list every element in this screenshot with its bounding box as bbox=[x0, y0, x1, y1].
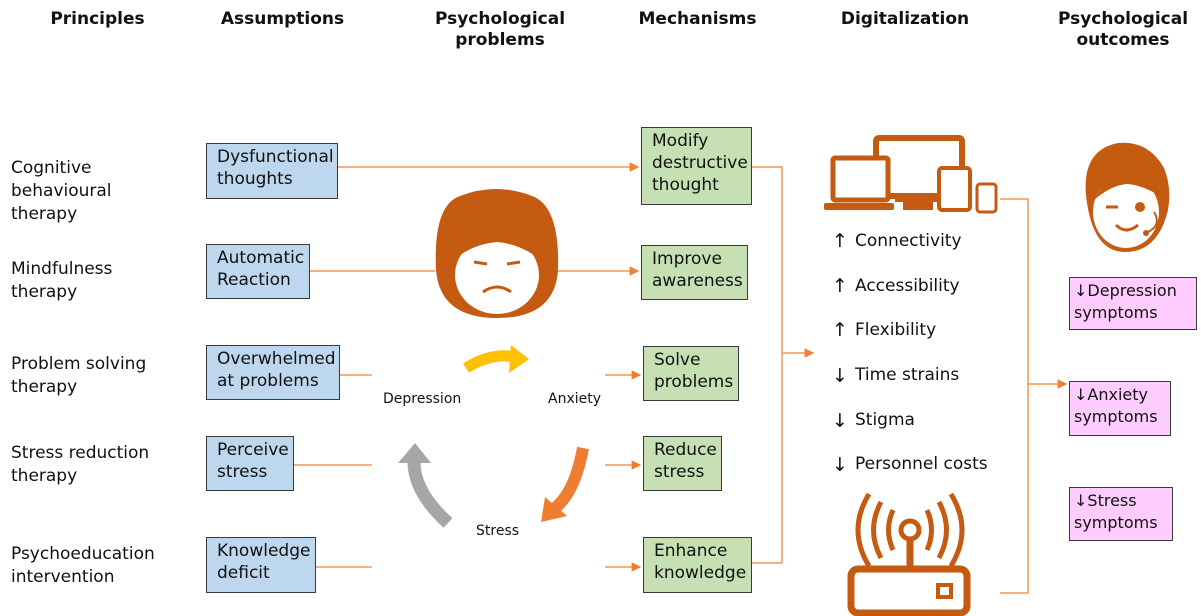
cycle-arrow-orange bbox=[541, 446, 589, 522]
assumption-box: Overwhelmed at problems bbox=[206, 345, 340, 400]
arrow-up-icon: ↑ bbox=[832, 230, 848, 252]
arrow-down-icon: ↓ bbox=[1074, 491, 1088, 510]
outcome-label: Stress symptoms bbox=[1074, 491, 1158, 532]
outcome-box: ↓Depression symptoms bbox=[1069, 277, 1197, 330]
feature-flexibility: Flexibility bbox=[855, 320, 937, 340]
arrow-down-icon: ↓ bbox=[1074, 385, 1088, 404]
feature-accessibility: Accessibility bbox=[855, 276, 960, 296]
feature-stigma: Stigma bbox=[855, 410, 915, 430]
cycle-arrow-yellow bbox=[463, 345, 529, 373]
outcome-label: Anxiety symptoms bbox=[1074, 385, 1158, 426]
header-psychological-outcomes: Psychological outcomes bbox=[1057, 9, 1189, 50]
feature-time-strains: Time strains bbox=[855, 365, 960, 385]
assumption-box: Perceive stress bbox=[206, 436, 294, 491]
principle-mindfulness: Mindfulness therapy bbox=[11, 259, 113, 302]
devices-icon bbox=[824, 135, 998, 214]
header-digitalization: Digitalization bbox=[840, 9, 970, 29]
arrow-down-icon: ↓ bbox=[1074, 281, 1088, 300]
header-principles: Principles bbox=[50, 9, 145, 29]
wireless-router-icon bbox=[847, 492, 971, 616]
principle-cbt: Cognitive behavioural therapy bbox=[11, 158, 112, 224]
feature-connectivity: Connectivity bbox=[855, 231, 962, 251]
mechanism-box: Enhance knowledge bbox=[643, 537, 752, 593]
mechanism-box: Solve problems bbox=[643, 346, 739, 401]
header-assumptions: Assumptions bbox=[220, 9, 345, 29]
principle-problem-solving: Problem solving therapy bbox=[11, 354, 147, 397]
assumption-box: Knowledge deficit bbox=[206, 537, 316, 593]
sad-face-icon bbox=[435, 189, 559, 318]
arrow-down-icon: ↓ bbox=[832, 365, 848, 387]
mechanism-box: Reduce stress bbox=[643, 436, 722, 491]
feature-personnel-costs: Personnel costs bbox=[855, 454, 988, 474]
problem-stress: Stress bbox=[476, 523, 520, 539]
cycle-arrow-gray bbox=[398, 443, 453, 528]
arrow-down-icon: ↓ bbox=[832, 454, 848, 476]
header-psychological-problems: Psychological problems bbox=[434, 9, 566, 50]
problem-anxiety: Anxiety bbox=[548, 391, 602, 407]
principle-stress-reduction: Stress reduction therapy bbox=[11, 443, 150, 486]
arrow-up-icon: ↑ bbox=[832, 275, 848, 297]
arrow-down-icon: ↓ bbox=[832, 410, 848, 432]
mechanism-box: Improve awareness bbox=[641, 245, 748, 300]
principle-psychoeducation: Psychoeducation intervention bbox=[11, 544, 155, 587]
outcome-box: ↓Stress symptoms bbox=[1069, 487, 1173, 541]
assumption-box: Automatic Reaction bbox=[206, 244, 310, 299]
arrow-up-icon: ↑ bbox=[832, 319, 848, 341]
outcome-box: ↓Anxiety symptoms bbox=[1069, 381, 1171, 436]
header-mechanisms: Mechanisms bbox=[638, 9, 757, 29]
mechanism-box: Modify destructive thought bbox=[641, 127, 752, 205]
problem-depression: Depression bbox=[383, 391, 462, 407]
happy-face-icon bbox=[1085, 142, 1170, 252]
assumption-box: Dysfunctional thoughts bbox=[206, 143, 338, 199]
outcome-label: Depression symptoms bbox=[1074, 281, 1177, 322]
connector-line bbox=[1000, 198, 1029, 594]
connector-lines bbox=[294, 162, 1068, 594]
connector-line bbox=[752, 166, 783, 564]
